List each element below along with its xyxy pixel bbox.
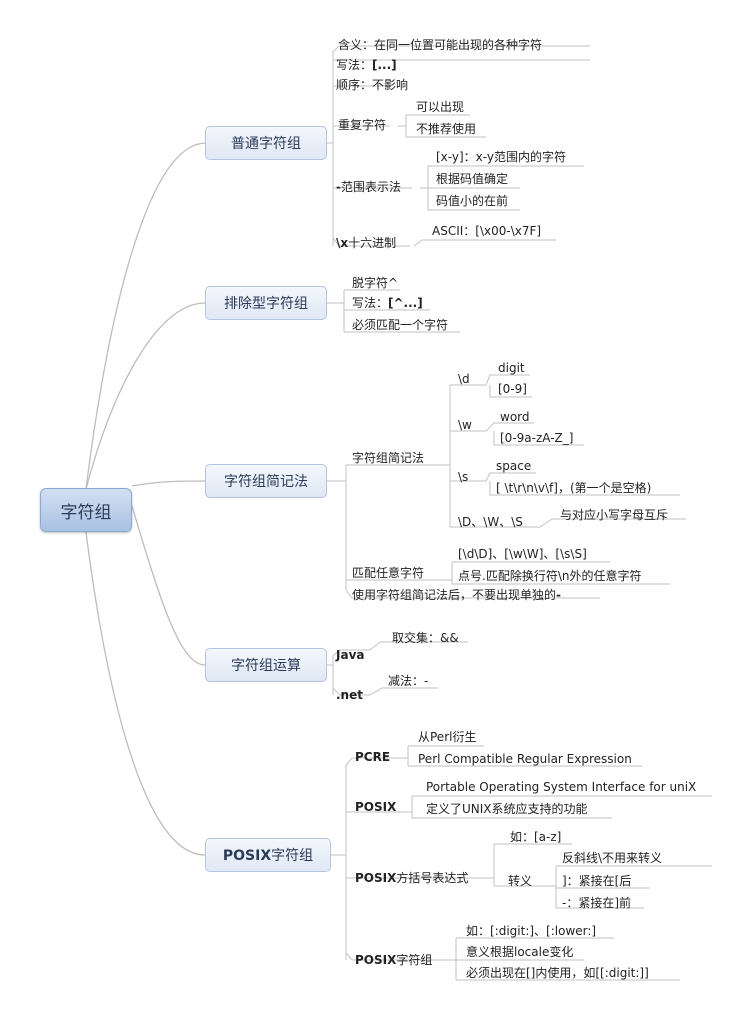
branch-negated-label: 排除型字符组 xyxy=(224,296,308,312)
posix-posix: POSIX xyxy=(355,800,397,814)
posix-class: POSIX字符组 xyxy=(355,953,433,967)
branch-normal-label: 普通字符组 xyxy=(231,136,301,152)
shorthand-any-item-1: 点号.匹配除换行符\n外的任意字符 xyxy=(458,569,642,583)
branch-posix-label: POSIX字符组 xyxy=(222,848,314,864)
normal-repeat-allowed: 可以出现 xyxy=(416,100,465,114)
posix-escape: 转义 xyxy=(508,874,533,888)
normal-repeat: 重复字符 xyxy=(338,118,387,132)
shorthand-note: 使用字符组简记法后，不要出现单独的- xyxy=(352,588,561,602)
ops-java: Java xyxy=(336,648,365,662)
normal-meaning: 含义：在同一位置可能出现的各种字符 xyxy=(338,38,543,52)
normal-range-item-0: [x-y]：x-y范围内的字符 xyxy=(436,150,567,164)
negated-must-match: 必须匹配一个字符 xyxy=(352,318,449,332)
branch-negated-node[interactable]: 排除型字符组 xyxy=(205,286,327,320)
posix-pcre: PCRE xyxy=(355,750,391,764)
posix-class-item-2: 必须出现在[]内使用，如[[:digit:]] xyxy=(466,966,649,980)
shorthand-w-key: \w xyxy=(458,418,472,432)
normal-syntax: 写法：[...] xyxy=(336,58,397,72)
shorthand-s-key: \s xyxy=(458,470,469,484)
ops-net: .net xyxy=(336,688,363,702)
posix-escape-item-2: -：紧接在]前 xyxy=(562,896,632,910)
posix-posix-item-0: Portable Operating System Interface for … xyxy=(426,780,697,794)
branch-ops-label: 字符组运算 xyxy=(231,658,301,674)
root-label: 字符组 xyxy=(60,502,112,523)
normal-range-item-2: 码值小的在前 xyxy=(436,194,509,208)
posix-escape-item-1: ]：紧接在[后 xyxy=(562,874,632,888)
posix-bracket-example: 如：[a-z] xyxy=(510,830,562,844)
shorthand-any-label: 匹配任意字符 xyxy=(352,566,425,580)
normal-range-item-1: 根据码值确定 xyxy=(436,172,509,186)
branch-shorthand-label: 字符组简记法 xyxy=(224,474,308,490)
shorthand-any-item-0: [\d\D]、[\w\W]、[\s\S] xyxy=(458,547,587,561)
branch-shorthand-node[interactable]: 字符组简记法 xyxy=(205,464,327,498)
shorthand-d-value: [0-9] xyxy=(498,382,527,396)
shorthand-s-value: [ \t\r\n\v\f]，(第一个是空格) xyxy=(496,481,652,495)
posix-posix-item-1: 定义了UNIX系统应支持的功能 xyxy=(426,802,588,816)
normal-hex: \x十六进制 xyxy=(336,236,397,250)
posix-class-item-1: 意义根据locale变化 xyxy=(466,945,574,959)
branch-ops-node[interactable]: 字符组运算 xyxy=(205,648,327,682)
shorthand-w-value: [0-9a-zA-Z_] xyxy=(500,431,574,445)
ops-net-item: 减法：- xyxy=(388,674,429,688)
shorthand-s-name: space xyxy=(496,459,532,473)
shorthand-d-key: \d xyxy=(458,372,470,386)
shorthand-w-name: word xyxy=(500,410,530,424)
shorthand-d-name: digit xyxy=(498,361,525,375)
posix-class-item-0: 如：[:digit:]、[:lower:] xyxy=(466,924,597,938)
normal-hex-item: ASCII：[\x00-\x7F] xyxy=(432,224,542,238)
normal-repeat-not-recommended: 不推荐使用 xyxy=(416,122,477,136)
branch-posix-node[interactable]: POSIX字符组 xyxy=(205,838,331,872)
posix-escape-item-0: 反斜线\不用来转义 xyxy=(562,851,663,865)
negated-caret: 脱字符^ xyxy=(352,276,399,290)
normal-order: 顺序：不影响 xyxy=(336,78,409,92)
shorthand-group-label: 字符组简记法 xyxy=(352,451,425,465)
posix-pcre-item-0: 从Perl衍生 xyxy=(418,730,477,744)
posix-bracket: POSIX方括号表达式 xyxy=(355,871,469,885)
ops-java-item: 取交集：&& xyxy=(392,631,459,645)
shorthand-upper-desc: 与对应小写字母互斥 xyxy=(560,508,669,522)
root-node[interactable]: 字符组 xyxy=(40,488,132,532)
negated-syntax: 写法：[^...] xyxy=(352,296,423,310)
normal-range: -范围表示法 xyxy=(336,180,401,194)
posix-pcre-item-1: Perl Compatible Regular Expression xyxy=(418,752,632,766)
branch-normal-node[interactable]: 普通字符组 xyxy=(205,126,327,160)
shorthand-upper-key: \D、\W、\S xyxy=(458,515,523,529)
